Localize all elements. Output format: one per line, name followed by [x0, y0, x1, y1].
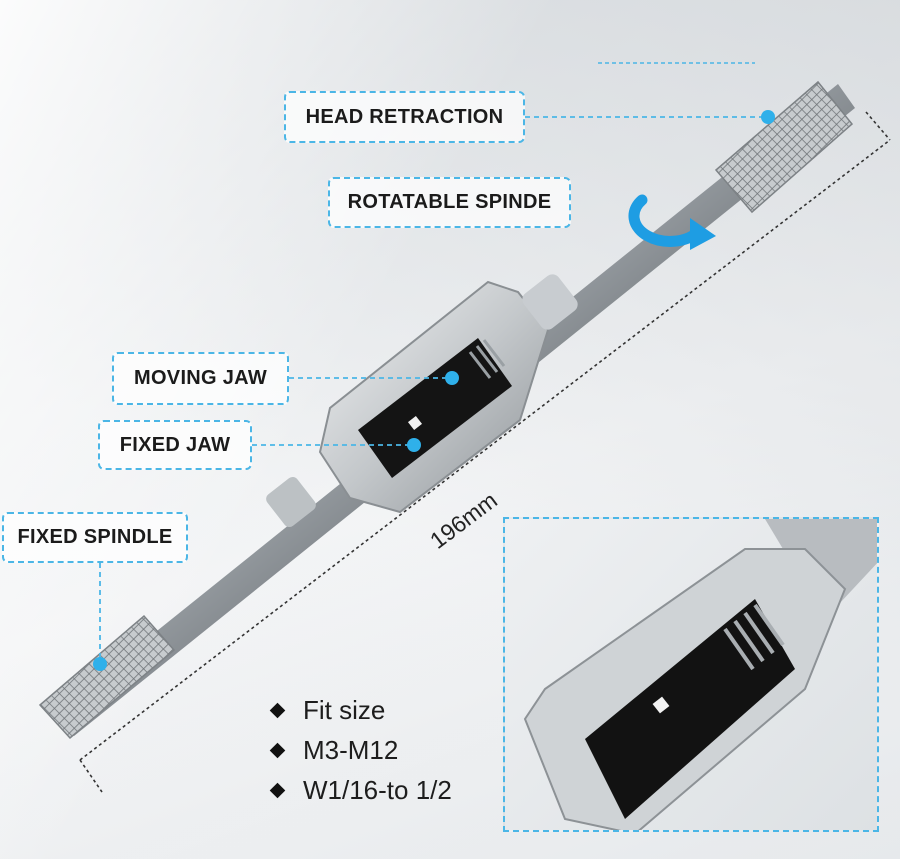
zoom-wrench-illustration [523, 519, 877, 830]
feature-item: M3-M12 [268, 730, 498, 770]
diamond-bullet-icon [269, 702, 286, 718]
callout-lines [99, 116, 768, 664]
label-moving-jaw: MOVING JAW [112, 352, 289, 405]
diamond-bullet-icon [269, 742, 286, 758]
dimension-line [79, 111, 891, 793]
diamond-bullet-icon [269, 782, 286, 798]
label-rotatable-spindle: ROTATABLE SPINDE [328, 177, 571, 228]
wrench-body [266, 274, 578, 528]
label-head-retraction: HEAD RETRACTION [284, 91, 525, 143]
feature-item: W1/16-to 1/2 [268, 770, 498, 810]
feature-item: Fit size [268, 690, 498, 730]
feature-list: Fit size M3-M12 W1/16-to 1/2 [268, 690, 498, 810]
label-fixed-jaw: FIXED JAW [98, 420, 252, 470]
knurled-handle-top [714, 80, 854, 214]
label-fixed-spindle: FIXED SPINDLE [2, 512, 188, 563]
callout-dots [93, 110, 775, 671]
knurled-handle-bottom [38, 614, 176, 740]
rotation-arrow [628, 194, 716, 250]
zoom-detail [503, 517, 879, 832]
